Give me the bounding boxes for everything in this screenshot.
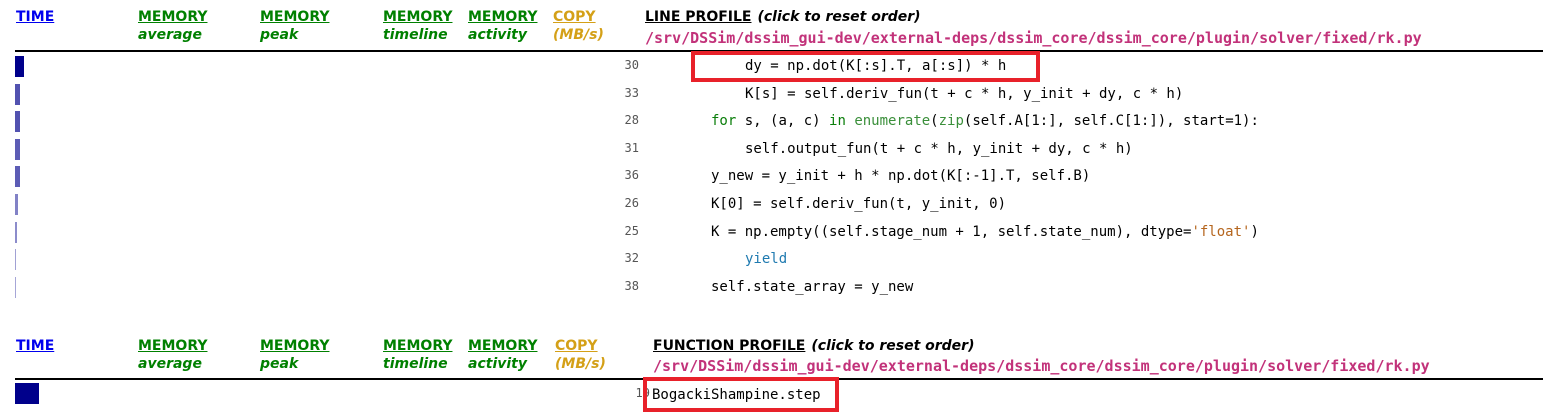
- code-line: y_new = y_init + h * np.dot(K[:-1].T, se…: [711, 168, 1091, 185]
- code-line: K[s] = self.deriv_fun(t + c * h, y_init …: [745, 85, 1184, 102]
- fn-time-column-header[interactable]: TIME: [16, 337, 54, 355]
- time-column-header[interactable]: TIME: [16, 8, 54, 26]
- fn-memory-average-label: average: [138, 356, 202, 372]
- table-row[interactable]: 33 K[s] = self.deriv_fun(t + c * h, y_ini…: [0, 83, 1543, 110]
- time-bar: [15, 383, 39, 404]
- line-number: 33: [624, 85, 639, 100]
- line-number: 26: [624, 196, 639, 210]
- memory-average-column-header[interactable]: MEMORY average: [138, 8, 207, 44]
- table-row[interactable]: 26 K[0] = self.deriv_fun(t, y_init, 0): [0, 193, 1543, 220]
- fn-copy-column-header[interactable]: COPY (MB/s): [555, 337, 606, 373]
- fn-memory-peak-label: peak: [260, 356, 299, 372]
- code-line: yield: [745, 251, 788, 268]
- code-line: self.output_fun(t + c * h, y_init + dy, …: [745, 140, 1133, 157]
- fn-memory-timeline-column-header[interactable]: MEMORY timeline: [383, 337, 452, 373]
- function-profile-title[interactable]: FUNCTION PROFILE (click to reset order): [653, 337, 974, 355]
- highlight-box: [691, 51, 1040, 82]
- fn-memory-average-column-header[interactable]: MEMORY average: [138, 337, 207, 373]
- line-profile-file-path: /srv/DSSim/dssim_gui-dev/external-deps/d…: [645, 29, 1422, 47]
- table-row[interactable]: 31 self.output_fun(t + c * h, y_init + dy…: [0, 138, 1543, 165]
- line-number: 32: [624, 251, 639, 266]
- function-profile-file-path: /srv/DSSim/dssim_gui-dev/external-deps/d…: [653, 357, 1430, 375]
- function-profile-title-link[interactable]: FUNCTION PROFILE: [653, 338, 806, 354]
- memory-average-sort-link[interactable]: MEMORY: [138, 9, 208, 25]
- time-bar: [15, 221, 17, 243]
- fn-copy-sort-link[interactable]: COPY: [555, 338, 598, 354]
- line-profile-title-link[interactable]: LINE PROFILE: [645, 9, 752, 25]
- line-number: 31: [624, 140, 639, 155]
- line-number: 28: [624, 113, 639, 128]
- fn-memory-peak-sort-link[interactable]: MEMORY: [260, 338, 330, 354]
- table-row[interactable]: 38 self.state_array = y_new: [0, 276, 1543, 303]
- code-line: for s, (a, c) in enumerate(zip(self.A[1:…: [711, 113, 1259, 130]
- code-line: self.state_array = y_new: [711, 278, 914, 295]
- fn-memory-activity-column-header[interactable]: MEMORY activity: [468, 337, 537, 373]
- time-bar: [15, 166, 20, 188]
- line-number: 30: [624, 58, 639, 72]
- time-bar: [15, 56, 24, 77]
- memory-activity-sort-link[interactable]: MEMORY: [468, 9, 538, 25]
- table-row[interactable]: 32 yield: [0, 248, 1543, 275]
- time-bar: [15, 83, 20, 105]
- fn-memory-timeline-label: timeline: [383, 356, 448, 372]
- line-profile-title[interactable]: LINE PROFILE (click to reset order): [645, 8, 921, 26]
- fn-memory-activity-label: activity: [468, 356, 527, 372]
- fn-memory-average-sort-link[interactable]: MEMORY: [138, 338, 208, 354]
- fn-memory-timeline-sort-link[interactable]: MEMORY: [383, 338, 453, 354]
- table-row[interactable]: 25 K = np.empty((self.stage_num + 1, self…: [0, 221, 1543, 248]
- memory-activity-column-header[interactable]: MEMORY activity: [468, 8, 537, 44]
- fn-copy-units-label: (MB/s): [555, 356, 606, 372]
- time-bar: [15, 138, 20, 160]
- line-number: 38: [624, 278, 639, 293]
- time-bar: [15, 194, 18, 215]
- table-row[interactable]: 36 y_new = y_init + h * np.dot(K[:-1].T, …: [0, 165, 1543, 192]
- time-bar: [15, 276, 16, 298]
- time-bar: [15, 111, 20, 133]
- memory-peak-column-header[interactable]: MEMORY peak: [260, 8, 329, 44]
- line-number: 25: [624, 223, 639, 238]
- memory-timeline-column-header[interactable]: MEMORY timeline: [383, 8, 452, 44]
- memory-peak-label: peak: [260, 27, 299, 43]
- memory-activity-label: activity: [468, 27, 527, 43]
- code-line: dy = np.dot(K[:s].T, a[:s]) * h: [745, 58, 1007, 74]
- memory-timeline-label: timeline: [383, 27, 448, 43]
- copy-column-header[interactable]: COPY (MB/s): [553, 8, 604, 44]
- function-profile-reset-note: (click to reset order): [811, 338, 975, 354]
- function-name: BogackiShampine.step: [652, 387, 821, 403]
- line-profile-reset-note: (click to reset order): [757, 9, 921, 25]
- line-number: 36: [624, 168, 639, 183]
- memory-timeline-sort-link[interactable]: MEMORY: [383, 9, 453, 25]
- highlight-box: [643, 377, 839, 412]
- copy-sort-link[interactable]: COPY: [553, 9, 596, 25]
- table-row[interactable]: 28 for s, (a, c) in enumerate(zip(self.A[…: [0, 110, 1543, 137]
- copy-units-label: (MB/s): [553, 27, 604, 43]
- code-line: K = np.empty((self.stage_num + 1, self.s…: [711, 223, 1259, 240]
- memory-peak-sort-link[interactable]: MEMORY: [260, 9, 330, 25]
- fn-memory-activity-sort-link[interactable]: MEMORY: [468, 338, 538, 354]
- fn-time-sort-link[interactable]: TIME: [16, 338, 55, 354]
- time-sort-link[interactable]: TIME: [16, 9, 55, 25]
- memory-average-label: average: [138, 27, 202, 43]
- table-row[interactable]: 30 dy = np.dot(K[:s].T, a[:s]) * h: [0, 51, 1543, 82]
- fn-memory-peak-column-header[interactable]: MEMORY peak: [260, 337, 329, 373]
- code-line: K[0] = self.deriv_fun(t, y_init, 0): [711, 196, 1007, 212]
- time-bar: [15, 249, 16, 271]
